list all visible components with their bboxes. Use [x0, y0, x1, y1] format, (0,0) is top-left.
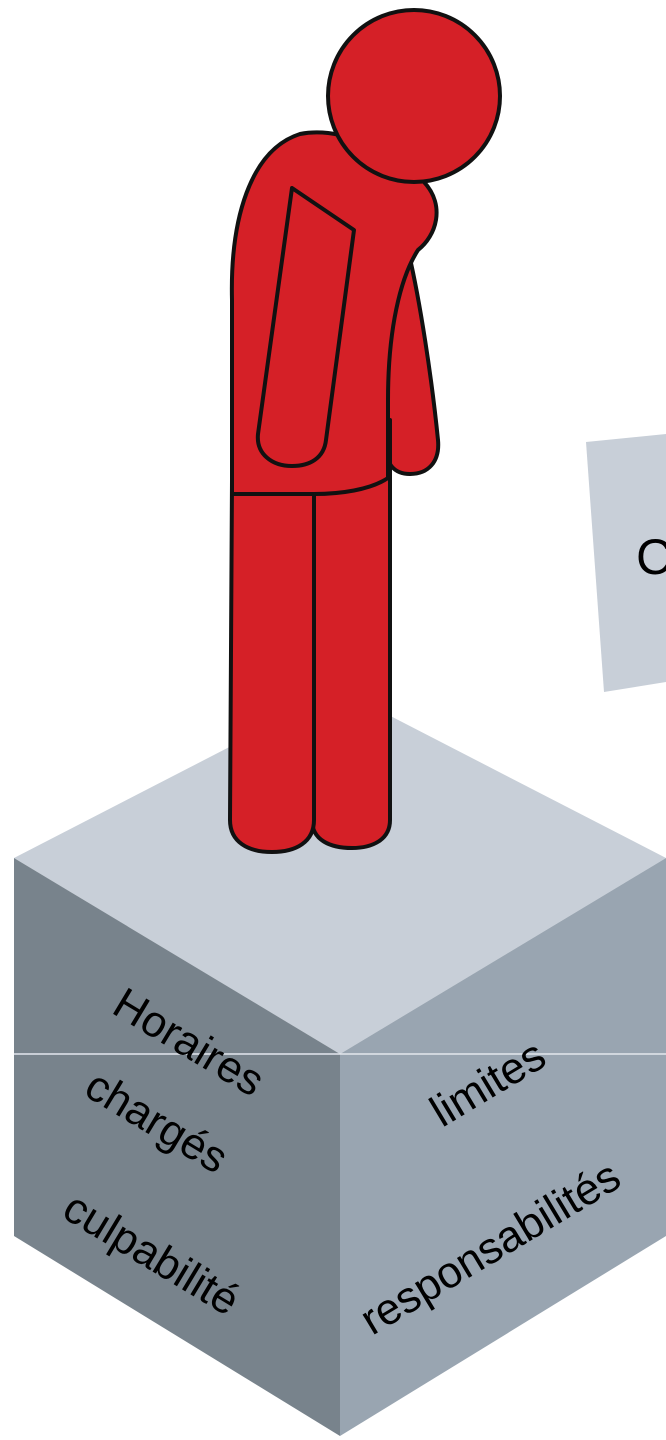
cube-top-face — [14, 690, 666, 1054]
tilted-card: C — [586, 434, 666, 692]
figure-front-leg — [228, 478, 316, 854]
card-background — [586, 434, 666, 692]
figure-front-arm — [255, 186, 356, 468]
cube-right-face — [340, 858, 666, 1436]
cube-left-face — [14, 858, 340, 1436]
card-partial-text: C — [636, 529, 666, 585]
figure-head — [326, 8, 502, 184]
figure-back-leg — [310, 418, 392, 850]
sad-person-figure — [228, 8, 502, 854]
